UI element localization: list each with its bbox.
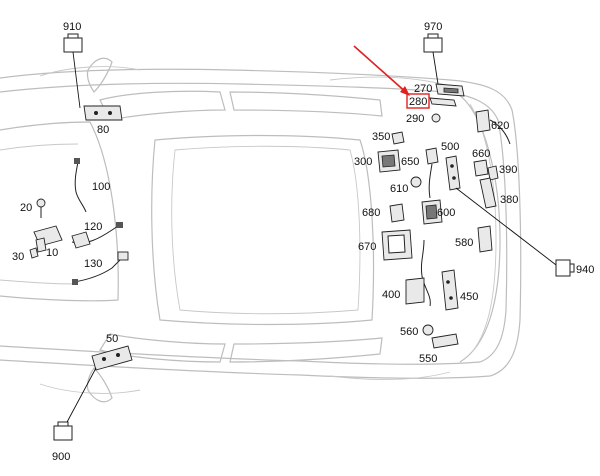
part-80 [83,105,123,121]
label-680: 680 [362,207,380,219]
label-670: 670 [358,241,376,253]
label-500: 500 [441,141,459,153]
part-390 [487,165,499,181]
label-650: 650 [401,156,419,168]
part-560 [422,324,434,336]
label-970: 970 [424,21,442,33]
part-100-plug [74,158,80,164]
label-10: 10 [46,247,58,259]
connector-940-icon [555,259,575,277]
part-600 [421,199,443,225]
label-30: 30 [12,251,24,263]
part-30-clip [29,247,39,259]
leader-900 [65,367,97,425]
part-50 [91,345,133,371]
part-270 [435,83,465,97]
label-290: 290 [406,113,424,125]
part-650 [425,147,439,199]
label-550: 550 [419,353,437,365]
part-20-bolt [36,198,46,218]
label-620: 620 [491,120,509,132]
wire-400 [420,239,431,307]
part-280 [429,97,457,107]
callout-labels: 910 80 100 20 120 30 10 130 50 900 970 2… [12,21,594,463]
label-280: 280 [409,96,427,108]
label-120: 120 [84,221,102,233]
connector-900-icon [53,421,73,441]
label-20: 20 [20,202,32,214]
part-120-plug [116,222,123,228]
label-400: 400 [382,289,400,301]
part-660 [473,159,489,177]
part-620 [475,109,511,145]
part-610 [410,176,422,188]
part-130-harness [72,251,129,285]
label-660: 660 [472,148,490,160]
label-910: 910 [63,21,81,33]
part-380 [479,177,497,209]
part-120-module [71,231,91,249]
part-500 [445,155,461,191]
label-130: 130 [84,258,102,270]
part-290 [431,113,441,123]
leader-910 [72,51,81,109]
label-390: 390 [499,164,517,176]
label-560: 560 [400,326,418,338]
connector-910-icon [63,33,83,53]
part-350 [391,131,405,145]
label-900: 900 [52,451,70,463]
label-380: 380 [500,194,518,206]
label-80: 80 [97,124,109,136]
label-350: 350 [372,131,390,143]
part-100-cable [74,161,87,213]
highlight-arrow [353,45,409,95]
label-610: 610 [390,183,408,195]
connector-970-icon [423,33,443,53]
label-940: 940 [576,264,594,276]
label-580: 580 [455,237,473,249]
part-400 [405,277,425,305]
part-680 [389,203,405,223]
part-10-module [33,225,63,253]
label-100: 100 [92,181,110,193]
part-550 [431,333,459,349]
leader-940 [455,187,561,269]
label-50: 50 [106,333,118,345]
label-270: 270 [414,83,432,95]
label-450: 450 [460,291,478,303]
highlight-box [406,93,430,109]
part-300 [377,149,401,173]
part-450 [441,269,459,311]
leader-970 [432,51,439,85]
part-670 [381,229,413,261]
label-300: 300 [354,156,372,168]
part-580 [477,225,493,253]
car-body-outline [0,57,522,403]
label-600: 600 [437,207,455,219]
